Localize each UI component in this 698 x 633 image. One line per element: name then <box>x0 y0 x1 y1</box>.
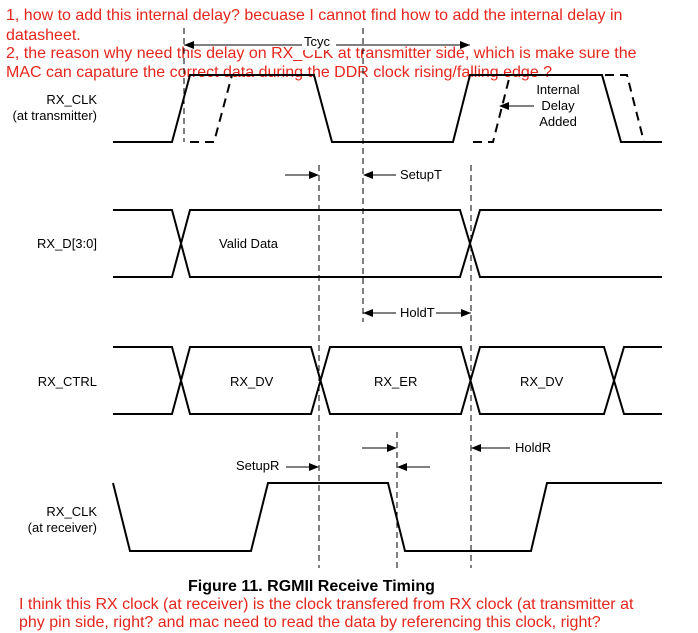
hold-t-label: HoldT <box>400 305 435 320</box>
question-2-line-2: MAC can capature the correct data during… <box>6 64 552 81</box>
hold-t-arrowhead-left <box>363 309 373 317</box>
signal-label-rx-d: RX_D[3:0] <box>37 236 97 251</box>
rx-er-label: RX_ER <box>374 374 417 389</box>
figure-caption: Figure 11. RGMII Receive Timing <box>188 578 435 595</box>
waveform-rx-clk-rx <box>112 482 662 552</box>
signal-label-rx-ctrl: RX_CTRL <box>38 374 97 389</box>
internal-delay-label-2: Delay <box>541 98 575 113</box>
rx-dv-label-1: RX_DV <box>230 374 274 389</box>
tcyc-label-bg <box>302 34 336 50</box>
setup-t-arrowhead-left <box>309 171 319 179</box>
waveform-rx-clk-tx-delayed-2 <box>473 74 520 143</box>
valid-data-label: Valid Data <box>219 236 279 251</box>
internal-delay-arrowhead <box>499 102 509 110</box>
signal-label-rx-clk-tx: RX_CLK <box>46 92 97 107</box>
internal-delay-label-1: Internal <box>536 82 579 97</box>
question-3-line-1: I think this RX clock (at receiver) is t… <box>19 596 634 613</box>
setup-t-label: SetupT <box>400 167 442 182</box>
signal-label-rx-clk-rx: RX_CLK <box>46 504 97 519</box>
hold-r-arrowhead-right <box>471 444 481 452</box>
hold-t-label-bg <box>396 303 436 319</box>
question-1-line-2: datasheet. <box>6 27 81 44</box>
question-2-line-1: 2, the reason why need this delay on RX_… <box>6 45 637 62</box>
waveform-rx-ctrl <box>113 346 662 415</box>
internal-delay-label-3: Added <box>539 114 577 129</box>
setup-r-arrowhead-right <box>397 463 407 471</box>
question-3-line-2: phy pin side, right? and mac need to rea… <box>19 614 601 631</box>
tcyc-arrowhead-right <box>460 41 470 49</box>
waveform-rx-d <box>113 209 662 278</box>
hold-r-label: HoldR <box>515 440 551 455</box>
tcyc-arrowhead-left <box>184 41 194 49</box>
hold-r-arrowhead-left <box>387 444 397 452</box>
hold-t-arrowhead-right <box>461 309 471 317</box>
setup-r-arrowhead-left <box>309 463 319 471</box>
waveform-rx-clk-tx-delayed <box>190 74 302 143</box>
tcyc-label: Tcyc <box>304 34 331 49</box>
setup-t-arrowhead-right <box>363 171 373 179</box>
signal-sublabel-rx-clk-tx: (at transmitter) <box>12 108 97 123</box>
waveform-rx-clk-tx-delayed-3 <box>590 74 662 143</box>
waveform-rx-clk-tx <box>113 74 662 143</box>
rx-dv-label-2: RX_DV <box>520 374 564 389</box>
question-1-line-1: 1, how to add this internal delay? becua… <box>6 7 622 24</box>
setup-r-label: SetupR <box>236 458 279 473</box>
signal-sublabel-rx-clk-rx: (at receiver) <box>28 520 97 535</box>
